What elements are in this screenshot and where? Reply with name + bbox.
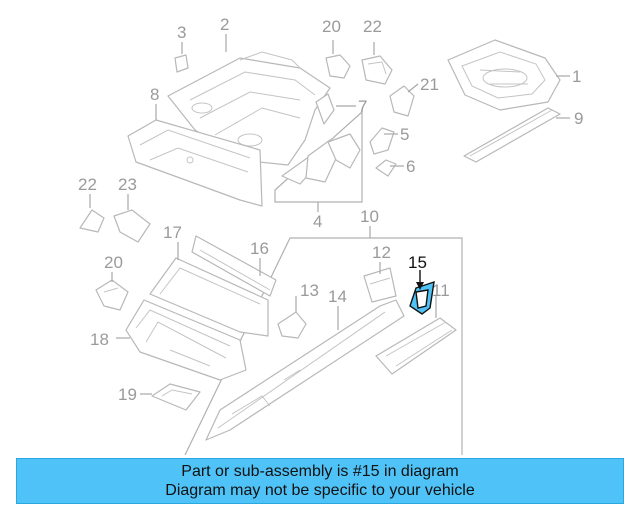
callout-9: 9	[574, 109, 583, 128]
part-13-bracket	[277, 311, 307, 339]
callout-20: 21	[420, 75, 439, 94]
leader-15-arrowhead	[416, 282, 424, 290]
part-17-crossmember	[149, 257, 269, 337]
callout-21-left: 20	[104, 253, 123, 272]
callout-23: 23	[118, 175, 137, 194]
callout-3: 3	[177, 23, 186, 42]
callout-13: 13	[300, 281, 319, 300]
callout-17: 17	[163, 223, 182, 242]
banner-line-2: Diagram may not be specific to your vehi…	[165, 482, 475, 499]
callout-5: 5	[400, 125, 409, 144]
part-5-bracket	[369, 127, 395, 155]
part-6-bracket	[375, 159, 397, 177]
part-22-bracket-top	[361, 55, 393, 85]
part-9-rail	[463, 107, 561, 163]
callout-2: 2	[220, 15, 229, 34]
part-16-crossmember	[191, 235, 277, 297]
leader-20	[407, 83, 419, 93]
callout-19: 19	[118, 385, 137, 404]
part-20-bracket	[389, 85, 415, 117]
callout-6: 6	[406, 157, 415, 176]
callout-4: 4	[313, 212, 322, 231]
part-22-bracket-left	[79, 209, 105, 233]
callout-18: 18	[90, 330, 109, 349]
callout-22-top: 22	[363, 17, 382, 36]
callout-15: 15	[408, 253, 427, 272]
callout-16: 16	[250, 239, 269, 258]
callout-22-left: 22	[78, 175, 97, 194]
part-11-rail	[375, 317, 457, 375]
part-12-bracket	[363, 267, 397, 303]
part-4-bracket-assembly	[281, 133, 361, 185]
parts-diagram: 1 2 3 20 22 21 7 5	[78, 15, 583, 456]
part-1-spare-tire-pan	[447, 39, 561, 111]
part-21-bracket-top	[325, 54, 351, 79]
part-21-bracket-left	[95, 279, 129, 311]
part-8-rear-panel	[127, 119, 263, 207]
part-15-highlighted-bracket[interactable]	[409, 280, 435, 315]
part-7-bracket	[315, 93, 335, 125]
callout-12: 12	[372, 243, 391, 262]
callout-14: 14	[328, 287, 347, 306]
callout-21-top: 20	[322, 17, 341, 36]
part-23-bracket	[113, 209, 151, 243]
part-19-plate	[151, 383, 201, 411]
callout-8: 8	[150, 85, 159, 104]
callout-11: 11	[432, 281, 450, 300]
part-14-side-frame	[205, 299, 405, 441]
callout-1: 1	[572, 67, 581, 86]
banner-line-1: Part or sub-assembly is #15 in diagram	[181, 463, 459, 480]
part-3-small-bracket	[174, 54, 189, 73]
group-4-outline	[274, 110, 363, 203]
info-banner: Part or sub-assembly is #15 in diagram D…	[16, 458, 624, 504]
callout-7: 7	[358, 97, 367, 116]
callout-10: 10	[360, 207, 379, 226]
part-18-floor-frame	[125, 299, 247, 381]
